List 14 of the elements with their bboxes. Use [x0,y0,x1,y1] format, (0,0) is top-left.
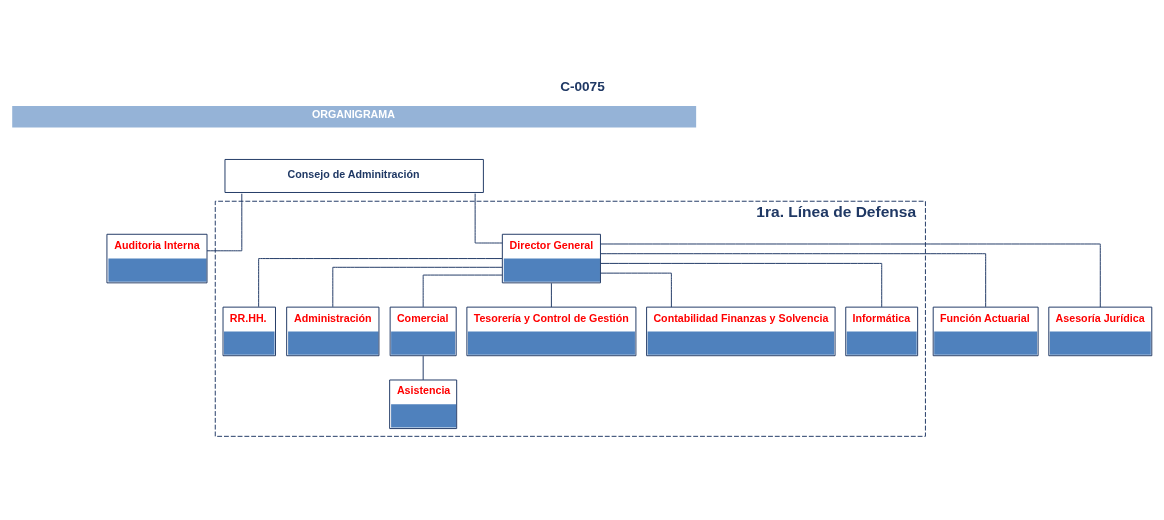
node-box: Consejo de Adminitración [224,158,484,193]
connector [474,192,503,243]
connector [550,282,552,307]
connector [422,355,424,380]
connector [600,262,883,307]
connector [600,243,1101,308]
connector [600,272,672,307]
connector [422,274,503,307]
connector [332,266,503,307]
connector [258,257,503,307]
diagram-title: C-0075 [560,78,605,94]
connector [600,252,987,307]
node-box: ORGANIGRAMA [12,105,697,127]
connector [206,192,243,251]
